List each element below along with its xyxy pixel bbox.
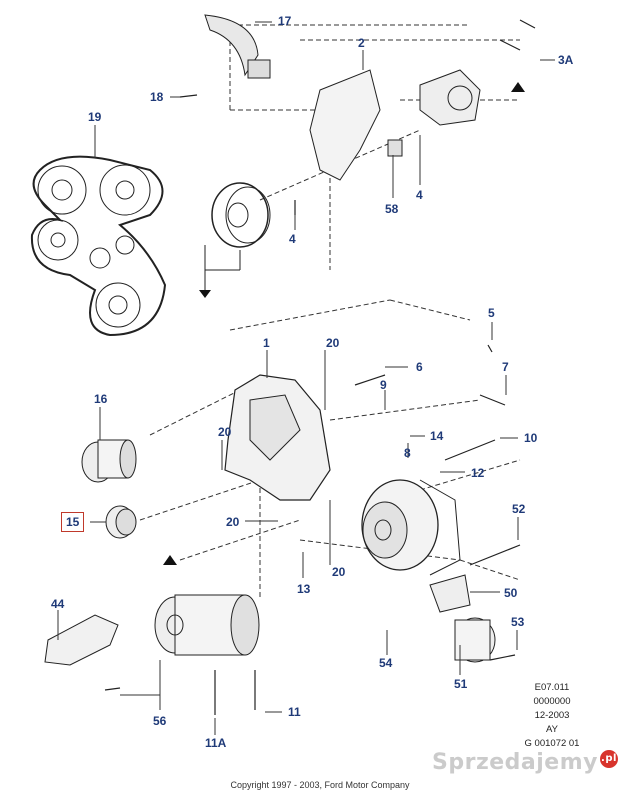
- alternator: [361, 479, 461, 576]
- callout-56: 56: [153, 714, 167, 728]
- callout-11: 11: [288, 705, 301, 719]
- idler-pulley: [81, 439, 137, 539]
- upper-bracket: [309, 69, 481, 181]
- callout-50: 50: [504, 586, 518, 600]
- drawing-code-block: E07.011 0000000 12-2003 AY G 001072 01: [517, 681, 587, 751]
- callout-13: 13: [297, 582, 311, 596]
- callout-8: 8: [404, 446, 411, 460]
- callout-12: 12: [471, 466, 485, 480]
- dashed-alignment-lines: [139, 24, 521, 600]
- belt-cover: [204, 14, 271, 79]
- callout-4-lower: 4: [289, 232, 296, 246]
- drawing-code-line: AY: [546, 724, 558, 735]
- callout-2: 2: [358, 36, 365, 50]
- tensioner-pulley: [204, 182, 271, 290]
- callout-7: 7: [502, 360, 509, 374]
- callout-14: 14: [430, 429, 444, 443]
- triangle-marker: [163, 555, 177, 565]
- callout-20-bottom: 20: [332, 565, 346, 579]
- callout-16: 16: [94, 392, 108, 406]
- callout-6: 6: [416, 360, 423, 374]
- callout-4-upper: 4: [416, 188, 423, 202]
- bolts: [104, 19, 536, 715]
- watermark: Sprzedajemy.pl: [432, 750, 618, 775]
- callout-44: 44: [51, 597, 65, 611]
- callout-17: 17: [278, 14, 292, 28]
- callout-53: 53: [511, 615, 525, 629]
- watermark-text: Sprzedajemy: [432, 750, 598, 775]
- copyright-notice: Copyright 1997 - 2003, Ford Motor Compan…: [230, 780, 410, 790]
- callout-11a: 11A: [205, 736, 227, 750]
- compressor-bracket: [44, 614, 119, 666]
- ac-compressor: [154, 594, 260, 656]
- drawing-code-line: 0000000: [533, 696, 571, 707]
- callout-1: 1: [263, 336, 270, 350]
- callout-20-middle: 20: [226, 515, 240, 529]
- callout-20-left: 20: [218, 425, 232, 439]
- callout-9: 9: [380, 378, 387, 392]
- drawing-code-line: G 001072 01: [524, 738, 580, 749]
- drawing-code-line: E07.011: [534, 682, 570, 693]
- callout-19: 19: [88, 110, 102, 124]
- leader-lines: [57, 21, 555, 735]
- callout-5: 5: [488, 306, 495, 320]
- watermark-badge: .pl: [600, 750, 618, 768]
- callout-15-highlighted: 15: [61, 512, 85, 532]
- triangle-marker: [199, 290, 211, 298]
- callout-51: 51: [454, 677, 468, 691]
- callout-58: 58: [385, 202, 399, 216]
- callout-10: 10: [524, 431, 538, 445]
- callout-52: 52: [512, 502, 526, 516]
- callout-54: 54: [379, 656, 393, 670]
- alternator-mount: [429, 574, 496, 663]
- callout-3a: 3A: [558, 53, 574, 67]
- callout-18: 18: [150, 90, 164, 104]
- drawing-code-line: 12-2003: [534, 710, 570, 721]
- drive-belt-diagram: [30, 155, 167, 337]
- accessory-bracket: [224, 374, 331, 501]
- triangle-marker: [511, 82, 525, 92]
- callout-20-top: 20: [326, 336, 340, 350]
